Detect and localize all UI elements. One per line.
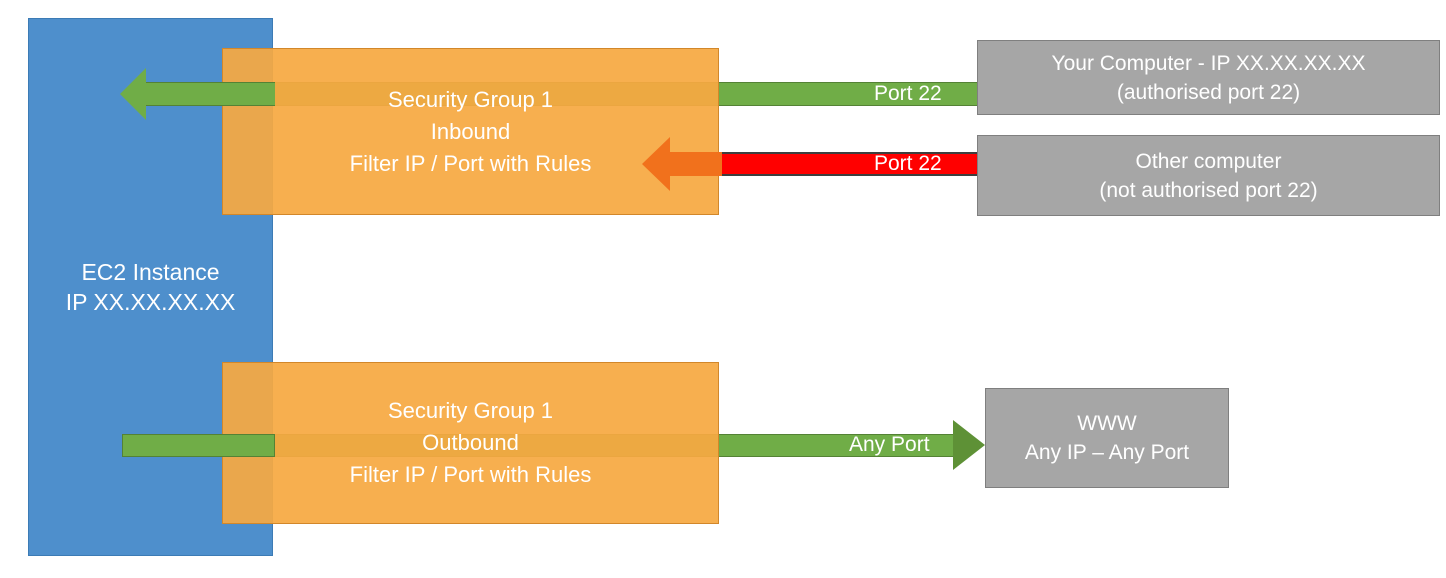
sg-outbound-title: Security Group 1	[387, 398, 554, 423]
outbound-allowed-bar-inner	[122, 434, 275, 457]
security-group-outbound-box[interactable]: Security Group 1 Outbound Filter IP / Po…	[222, 362, 719, 524]
endpoint-www-line1: WWW	[1077, 412, 1137, 435]
inbound-allowed-bar-inner	[135, 82, 275, 106]
outbound-allowed-arrowhead-icon	[953, 420, 985, 470]
inbound-blocked-bar	[719, 152, 977, 176]
sg-inbound-rule: Filter IP / Port with Rules	[349, 150, 592, 176]
sg-inbound-title: Security Group 1	[387, 86, 554, 112]
endpoint-other-computer-line1: Other computer	[1135, 149, 1282, 173]
sg-outbound-direction: Outbound	[422, 430, 519, 455]
inbound-allowed-bar-outer	[719, 82, 977, 106]
ec2-instance-name: EC2 Instance	[81, 259, 220, 285]
outbound-allowed-bar-outer	[719, 434, 955, 457]
inbound-allowed-arrowhead-icon	[120, 68, 146, 120]
flow-label-inbound-blocked: Port 22	[874, 152, 942, 175]
endpoint-www-line2: Any IP – Any Port	[1024, 441, 1190, 464]
ec2-instance-ip: IP XX.XX.XX.XX	[65, 289, 236, 315]
endpoint-your-computer-box[interactable]: Your Computer - IP XX.XX.XX.XX (authoris…	[977, 40, 1440, 115]
endpoint-other-computer-box[interactable]: Other computer (not authorised port 22)	[977, 135, 1440, 216]
sg-outbound-rule: Filter IP / Port with Rules	[349, 462, 592, 487]
flow-label-inbound-allowed: Port 22	[874, 82, 942, 105]
inbound-blocked-shaft-in-sg	[660, 152, 722, 176]
sg-inbound-direction: Inbound	[430, 118, 511, 144]
flow-label-outbound-allowed: Any Port	[849, 433, 930, 456]
endpoint-your-computer-line2: (authorised port 22)	[1116, 80, 1301, 104]
endpoint-other-computer-line2: (not authorised port 22)	[1099, 178, 1318, 202]
endpoint-your-computer-line1: Your Computer - IP XX.XX.XX.XX	[1051, 51, 1366, 75]
inbound-blocked-arrowhead-icon	[642, 137, 670, 191]
endpoint-www-box[interactable]: WWW Any IP – Any Port	[985, 388, 1229, 488]
security-group-inbound-box[interactable]: Security Group 1 Inbound Filter IP / Por…	[222, 48, 719, 215]
